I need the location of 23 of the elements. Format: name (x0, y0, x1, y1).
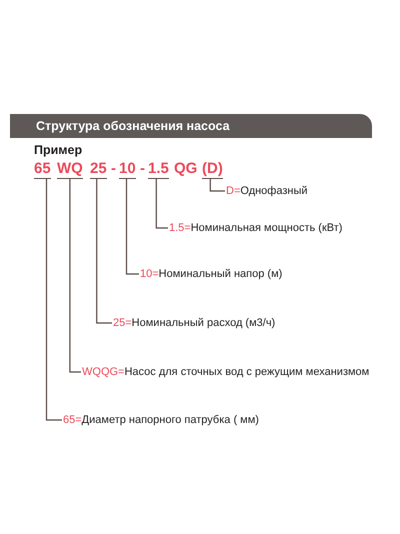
leader-line (210, 179, 225, 192)
leader-line (156, 179, 168, 229)
code-segment: 10 (119, 160, 136, 179)
code-segment: (D) (202, 160, 223, 179)
explanation-text: 65=Диаметр напорного патрубка ( мм) (63, 413, 259, 427)
code-suffix: QG (174, 160, 198, 178)
example-heading: Пример (34, 142, 82, 158)
explanation-text: 1.5=Номинальная мощность (кВт) (169, 221, 342, 235)
leader-line (46, 179, 62, 421)
explanation-text: D=Однофазный (226, 184, 308, 198)
code-segment: 25 (90, 160, 107, 179)
separator-hyphen: - (140, 160, 145, 178)
explanation-text: 10=Номинальный напор (м) (140, 267, 282, 281)
separator-hyphen: - (111, 160, 116, 178)
leader-line (126, 179, 139, 275)
code-segment: 65 (34, 160, 51, 179)
code-segment: 1.5 (148, 160, 169, 179)
code-segment: WQ (57, 160, 83, 179)
explanation-text: WQQG=Насос для сточных вод с режущим механизмом (82, 365, 370, 379)
header-band: Структура обозначения насоса (10, 114, 372, 138)
leader-line (96, 179, 112, 324)
explanation-text: 25=Номинальный расход (м3/ч) (113, 316, 276, 330)
leader-line (69, 179, 81, 373)
